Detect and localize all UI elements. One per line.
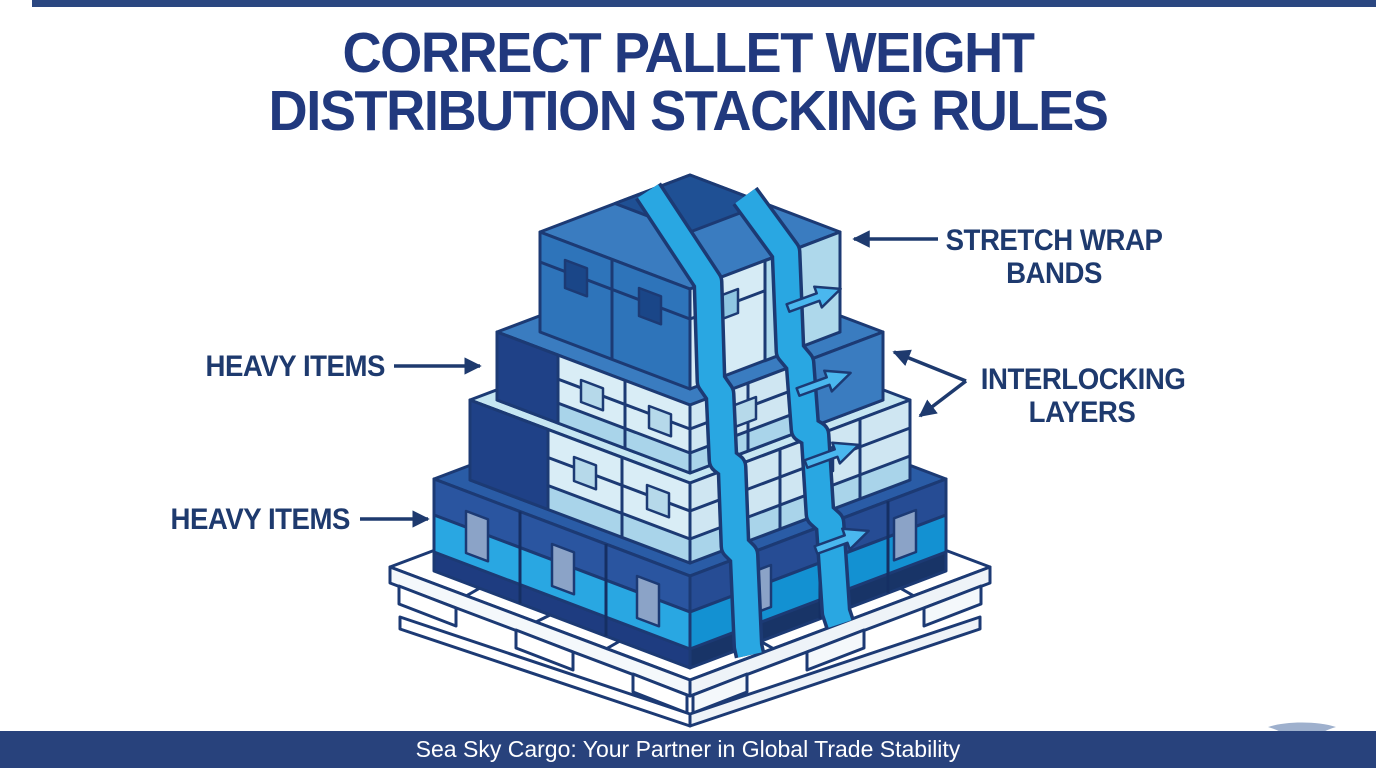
stretch-wrap-band-left xyxy=(635,182,766,662)
strap-direction-arrows xyxy=(782,277,874,562)
tier3-boxes xyxy=(495,257,885,475)
tier3-box-tabs xyxy=(579,378,758,438)
heavy-items-lower-label: HEAVY ITEMS xyxy=(170,503,350,536)
page-title-line2: DISTRIBUTION STACKING RULES xyxy=(268,79,1109,143)
top-border-strip xyxy=(32,0,1376,7)
stretch-wrap-label-line2: BANDS xyxy=(1006,257,1102,290)
tier4-box-tabs xyxy=(563,258,740,326)
tier1-box-tabs xyxy=(464,508,918,628)
stretch-wrap-band-right xyxy=(732,186,855,629)
callout-arrows xyxy=(360,230,968,528)
tier4-boxes xyxy=(538,173,842,391)
interlocking-arrow-bottom xyxy=(918,379,968,418)
interlocking-label-line1: INTERLOCKING xyxy=(980,363,1186,396)
footer-bar: Sea Sky Cargo: Your Partner in Global Tr… xyxy=(0,731,1376,768)
page-title-line1: CORRECT PALLET WEIGHT xyxy=(342,21,1034,85)
footer-tagline: Sea Sky Cargo: Your Partner in Global Tr… xyxy=(415,736,961,762)
interlocking-layers-label: INTERLOCKING LAYERS xyxy=(980,363,1186,429)
page-title: CORRECT PALLET WEIGHT DISTRIBUTION STACK… xyxy=(34,24,1341,140)
wooden-pallet xyxy=(388,452,992,728)
tier1-heavy-boxes xyxy=(432,380,948,670)
stretch-wrap-label-line1: STRETCH WRAP xyxy=(945,224,1163,257)
stretch-wrap-label: STRETCH WRAP BANDS xyxy=(945,224,1163,290)
interlocking-label-line2: LAYERS xyxy=(1028,396,1136,429)
tier2-box-tabs xyxy=(572,445,835,519)
heavy-items-upper-label: HEAVY ITEMS xyxy=(205,350,385,383)
tier2-boxes xyxy=(468,315,912,565)
tier1-cyan-belt xyxy=(432,513,948,651)
interlocking-arrow-top xyxy=(892,349,967,383)
